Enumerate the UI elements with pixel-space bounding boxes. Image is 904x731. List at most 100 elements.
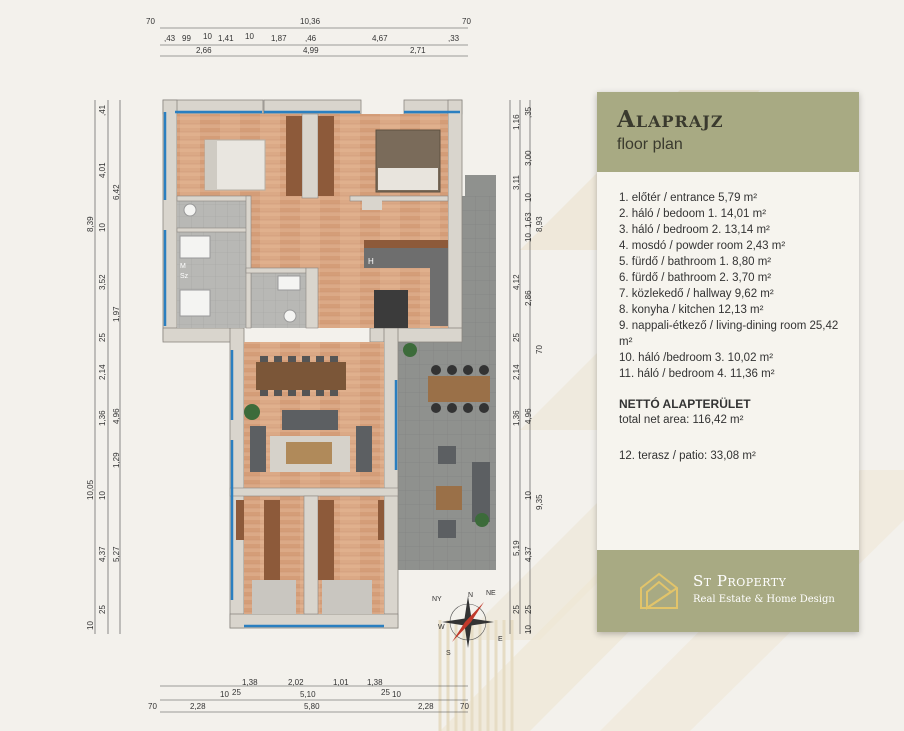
wc-label-m: M <box>180 263 186 270</box>
dim-left-i1: ,41 <box>98 104 107 116</box>
dim-bot-r1-4: 1,38 <box>367 678 383 687</box>
dim-top-r3-2: 4,99 <box>303 46 319 55</box>
dim-right-m6: 2,86 <box>524 290 533 306</box>
dim-right-m5: 10 <box>524 233 533 242</box>
room-item: 6. fürdő / bathroom 2. 3,70 m² <box>619 272 772 284</box>
dim-right-i1: 70 <box>535 345 544 354</box>
dim-top-r2-8: 4,67 <box>372 34 388 43</box>
dim-left-i6: 2,14 <box>98 364 107 380</box>
room-item: 10. háló /bedroom 3. 10,02 m² <box>619 352 774 364</box>
dim-right-m9: 4,96 <box>524 408 533 424</box>
dim-bot-r3-3: 5,80 <box>304 702 320 711</box>
dim-bot-r2-5: 10 <box>392 690 401 699</box>
net-area-block: NETTÓ ALAPTERÜLET total net area: 116,42… <box>619 396 849 428</box>
dim-top-3: 70 <box>462 17 471 26</box>
dim-left-m1: 6,42 <box>112 184 121 200</box>
dim-right-m14: 25 <box>524 605 533 614</box>
dim-bot-r2-2: 25 <box>232 688 241 697</box>
room-item: 11. háló / bedroom 4. 11,36 m² <box>619 368 775 380</box>
dim-top-1: 70 <box>146 17 155 26</box>
compass-e: E <box>498 636 503 643</box>
room-item: 8. konyha / kitchen 12,13 m² <box>619 304 764 316</box>
dim-left-m3: 4,96 <box>112 408 121 424</box>
dim-top-r2-5: 10 <box>245 32 254 41</box>
dim-left-o1: 8,39 <box>86 216 95 232</box>
kitchen-island <box>374 290 408 328</box>
dim-left-i8: 10 <box>98 491 107 500</box>
dim-left-i10: 25 <box>98 605 107 614</box>
dim-left-i3: 10 <box>98 223 107 232</box>
compass-ne: NE <box>486 590 496 597</box>
dim-bot-r3-1: 70 <box>148 702 157 711</box>
dim-top-r3-1: 2,66 <box>196 46 212 55</box>
legend-panel: Alaprajz floor plan 1. előtér / entrance… <box>597 92 859 632</box>
compass-s: S <box>446 650 451 657</box>
dim-right-m13: 4,37 <box>524 546 533 562</box>
compass-rose <box>442 596 494 648</box>
net-area-title: NETTÓ ALAPTERÜLET <box>619 397 751 411</box>
compass-w: W <box>438 624 445 631</box>
brand-tagline: Real Estate & Home Design <box>693 594 835 605</box>
room-item: 5. fürdő / bathroom 1. 8,80 m² <box>619 256 772 268</box>
dim-bot-r1-1: 1,38 <box>242 678 258 687</box>
dim-bot-r2-3: 5,10 <box>300 690 316 699</box>
house-logo-icon <box>640 572 678 610</box>
brand-footer: St Property Real Estate & Home Design <box>597 550 859 632</box>
room-item: 7. közlekedő / hallway 9,62 m² <box>619 288 774 300</box>
dim-right-m2: 3,00 <box>524 150 533 166</box>
room-list: 1. előtér / entrance 5,79 m² 2. háló / b… <box>619 190 849 464</box>
dim-right-m15: 10 <box>524 625 533 634</box>
dim-right-m3: 10 <box>524 193 533 202</box>
dim-right-m1: ,35 <box>524 106 533 118</box>
dim-right-m12: 5,19 <box>512 540 521 556</box>
dim-left-i4: 3,52 <box>98 274 107 290</box>
dim-left-o3: 10 <box>86 621 95 630</box>
dim-bot-r3-4: 2,28 <box>418 702 434 711</box>
dim-right-m7: 4,12 <box>512 274 521 290</box>
dim-right-i2: 25 <box>512 605 521 614</box>
dim-left-m4: 1,29 <box>112 452 121 468</box>
dim-left-i5: 25 <box>98 333 107 342</box>
dim-bot-r2-1: 10 <box>220 690 229 699</box>
dim-left-i9: 4,37 <box>98 546 107 562</box>
legend-title: Alaprajz <box>617 106 724 133</box>
dim-top-2: 10,36 <box>300 17 321 26</box>
dim-left-m5: 5,27 <box>112 546 121 562</box>
walls <box>162 99 463 629</box>
dim-bot-r3-5: 70 <box>460 702 469 711</box>
dim-top-r2-6: 1,87 <box>271 34 287 43</box>
dim-bot-r1-2: 2,02 <box>288 678 304 687</box>
dim-top-r2-1: ,43 <box>164 34 176 43</box>
dim-right-m8: 2,14 <box>512 364 521 380</box>
patio-area-line: 12. terasz / patio: 33,08 m² <box>619 450 756 462</box>
dim-top-r2-9: ,33 <box>448 34 460 43</box>
dim-left-m2: 1,97 <box>112 306 121 322</box>
legend-subtitle: floor plan <box>617 136 683 153</box>
room-item: 9. nappali-étkező / living-dining room 2… <box>619 320 839 348</box>
dim-top-r2-4: 1,41 <box>218 34 234 43</box>
dim-right-m10: 1,36 <box>512 410 521 426</box>
kitchen-label: H <box>368 257 374 266</box>
dim-right-o4: 25 <box>512 333 521 342</box>
room-item: 4. mosdó / powder room 2,43 m² <box>619 240 786 252</box>
legend-header: Alaprajz floor plan <box>597 92 859 172</box>
dim-bot-r1-3: 1,01 <box>333 678 349 687</box>
dim-top-r3-3: 2,71 <box>410 46 426 55</box>
dim-bot-r3-2: 2,28 <box>190 702 206 711</box>
dim-left-i7: 1,36 <box>98 410 107 426</box>
wc-label-sz: Sz <box>180 273 189 280</box>
room-item: 3. háló / bedroom 2. 13,14 m² <box>619 224 770 236</box>
dim-top-r2-7: ,46 <box>305 34 317 43</box>
room-item: 2. háló / bedoom 1. 14,01 m² <box>619 208 767 220</box>
compass-n: N <box>468 592 474 599</box>
dim-right-o1: 1,16 <box>512 114 521 130</box>
dim-top-r2-2: 99 <box>182 34 191 43</box>
dim-right-m11: 10 <box>524 491 533 500</box>
dim-right-m4: 1,63 <box>524 212 533 228</box>
dim-left-o2: 10,05 <box>86 479 95 500</box>
dim-right-o3: 8,93 <box>535 216 544 232</box>
dim-right-o5: 9,35 <box>535 494 544 510</box>
dim-right-o2: 3,11 <box>512 175 521 190</box>
dining-table <box>256 362 346 390</box>
